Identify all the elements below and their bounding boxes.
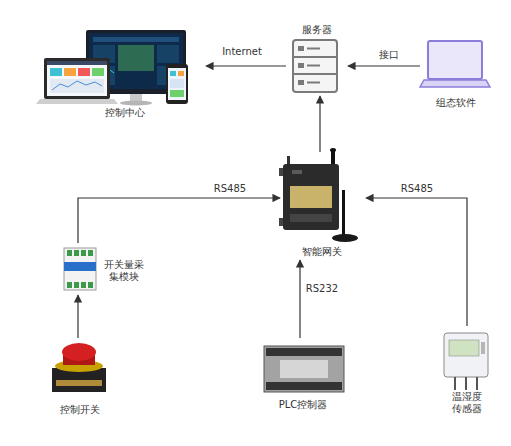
phone-screen [168, 68, 186, 100]
server-body [293, 40, 337, 92]
laptop-base [420, 80, 490, 87]
connector-arrow [77, 295, 78, 338]
plc-terminals [266, 382, 342, 390]
gateway-plate [290, 186, 332, 208]
phone-body [166, 64, 188, 104]
edge-label: 接口 [379, 49, 399, 61]
module-body [64, 248, 96, 290]
screen-header [47, 61, 107, 65]
server-slot [307, 65, 320, 67]
plc-body [264, 346, 344, 392]
screen-tile [178, 71, 184, 76]
monitor-base [120, 101, 152, 106]
node-label: 智能网关 [282, 246, 362, 258]
module-terminal [81, 282, 86, 288]
node-label: 开关量采 集模块 [102, 259, 146, 283]
screen-header [93, 37, 179, 42]
software-node: 组态软件 [420, 38, 492, 110]
connector-arrow [348, 65, 420, 66]
plc-terminals [266, 348, 342, 356]
screen-tile [170, 71, 176, 76]
edge-label: RS485 [214, 183, 246, 195]
server-light [298, 80, 304, 85]
node-label: PLC控制器 [258, 399, 348, 411]
laptop-frame [44, 58, 110, 99]
server-slot [307, 48, 320, 50]
sensor-node: 温湿度 传感器 [432, 326, 504, 418]
connector-arrow [366, 198, 467, 326]
switch-node: 控制开关 [42, 338, 118, 418]
screen-panel [50, 79, 104, 93]
laptop-screen [47, 61, 107, 96]
server-light [298, 63, 304, 68]
edge-label: RS232 [306, 283, 338, 295]
screen-chart [52, 81, 102, 90]
plc-panel [280, 360, 328, 378]
screen-panel [170, 79, 184, 88]
server-divider [293, 73, 337, 75]
antenna-base [332, 234, 358, 242]
switch-cap [62, 343, 96, 361]
screen-panel [118, 45, 154, 71]
server-divider [293, 56, 337, 58]
module-terminal [67, 282, 72, 288]
module-terminal [74, 282, 79, 288]
sensor-probe [454, 377, 456, 390]
module-terminal [81, 250, 86, 256]
gateway-led [292, 170, 302, 174]
connector-arrow [299, 260, 300, 338]
node-label: 控制开关 [42, 404, 118, 416]
server-slot [307, 82, 320, 84]
connector-arrow [78, 198, 280, 243]
node-label: 控制中心 [85, 107, 165, 119]
module-terminal [88, 282, 93, 288]
laptop-screen [428, 41, 482, 79]
plc-node: PLC控制器 [258, 338, 350, 412]
gateway-port [290, 214, 332, 222]
control-center-node: 控制中心 [40, 28, 206, 120]
server-node: 服务器 [286, 22, 348, 96]
edge-label: RS485 [401, 183, 433, 195]
module-terminal [74, 250, 79, 256]
server-light [298, 46, 304, 51]
node-label: 温湿度 传感器 [447, 391, 487, 415]
screen-tile [64, 68, 76, 76]
sensor-probe [465, 377, 467, 390]
gateway-antenna [342, 190, 345, 240]
sensor-key [481, 342, 485, 354]
node-label: 服务器 [286, 24, 348, 36]
screen-panel [170, 90, 184, 97]
edge-label: Internet [222, 46, 262, 58]
gateway-node: 智能网关 [280, 152, 366, 260]
connector-arrow [319, 96, 320, 152]
node-label: 组态软件 [420, 97, 492, 109]
antenna-tip [330, 148, 336, 152]
sensor-lcd [449, 340, 479, 356]
sensor-probe [476, 377, 478, 390]
module-node: 开关量采 集模块 [58, 243, 142, 295]
connector-arrow [206, 65, 286, 66]
gateway-body [283, 164, 339, 230]
screen-tile [78, 68, 90, 76]
screen-panel [157, 45, 179, 63]
laptop-base [36, 99, 118, 104]
screen-tile [92, 68, 104, 76]
screen-tile [50, 68, 62, 76]
module-terminal [88, 250, 93, 256]
sensor-body [444, 333, 488, 377]
module-terminal [67, 250, 72, 256]
switch-contact [56, 380, 102, 386]
module-band [64, 262, 96, 271]
